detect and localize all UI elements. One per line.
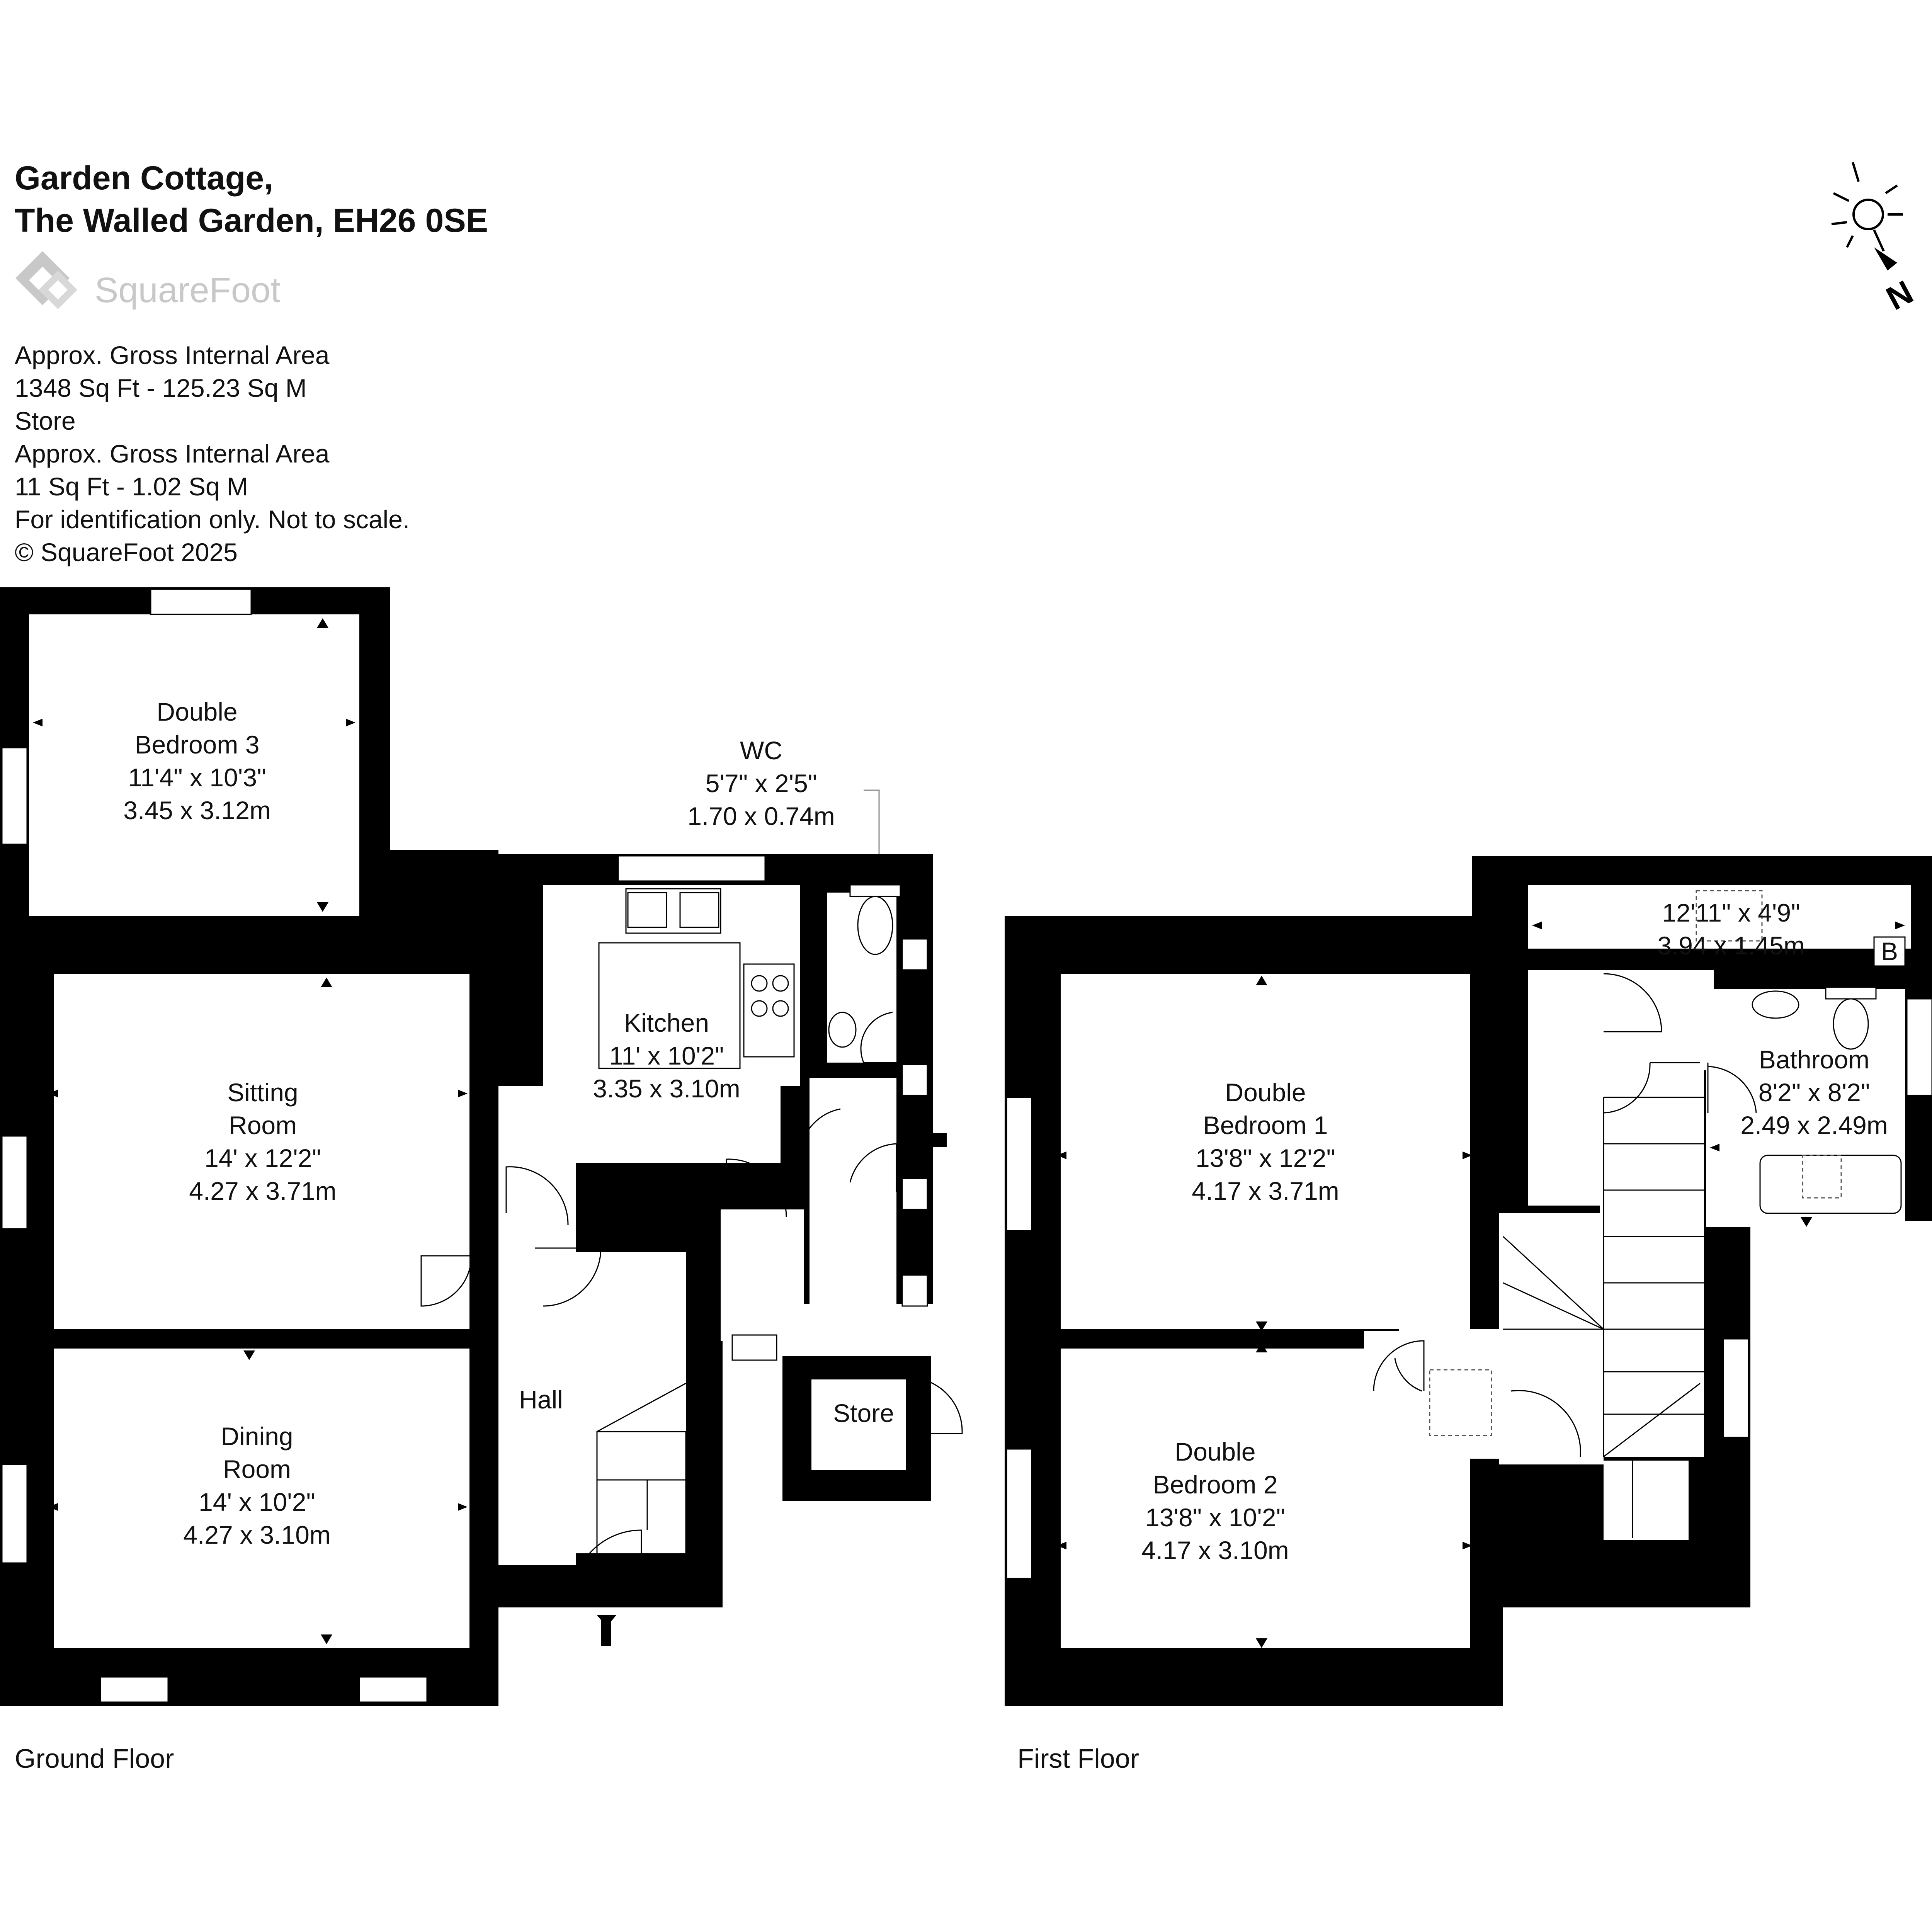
room-label-kitchen: Kitchen 11' x 10'2" 3.35 x 3.10m: [593, 1009, 740, 1103]
svg-text:12'11" x 4'9": 12'11" x 4'9": [1662, 898, 1800, 927]
first-floor-plan: B: [1005, 856, 1932, 1706]
svg-text:Bedroom 3: Bedroom 3: [135, 730, 260, 759]
svg-text:Dining: Dining: [221, 1422, 293, 1451]
room-label-bedroom-2: Double Bedroom 2 13'8" x 10'2" 4.17 x 3.…: [1141, 1437, 1289, 1565]
svg-text:Hall: Hall: [519, 1385, 563, 1414]
room-label-dining-room: Dining Room 14' x 10'2" 4.27 x 3.10m: [183, 1422, 331, 1549]
logo-brand-text: SquareFoot: [95, 270, 281, 310]
svg-text:Sitting: Sitting: [227, 1078, 298, 1107]
svg-text:Double: Double: [156, 697, 237, 726]
svg-text:11'4" x 10'3": 11'4" x 10'3": [128, 763, 266, 792]
svg-text:3.35 x 3.10m: 3.35 x 3.10m: [593, 1074, 740, 1103]
room-label-bedroom-1: Double Bedroom 1 13'8" x 12'2" 4.17 x 3.…: [1192, 1078, 1339, 1205]
svg-text:Room: Room: [223, 1455, 291, 1483]
svg-text:Room: Room: [229, 1111, 297, 1139]
svg-text:4.27 x 3.71m: 4.27 x 3.71m: [189, 1177, 337, 1205]
compass-label: N: [1880, 273, 1919, 317]
area-line: Approx. Gross Internal Area: [15, 439, 330, 468]
first-floor-label: First Floor: [1017, 1743, 1139, 1774]
svg-text:Bedroom 2: Bedroom 2: [1153, 1470, 1278, 1499]
ground-floor-plan: [0, 587, 963, 1706]
address-line-2: The Walled Garden, EH26 0SE: [15, 202, 488, 239]
address-line-1: Garden Cottage,: [15, 160, 273, 197]
area-line: Approx. Gross Internal Area: [15, 341, 330, 369]
svg-text:5'7" x 2'5": 5'7" x 2'5": [706, 769, 817, 798]
svg-text:4.27 x 3.10m: 4.27 x 3.10m: [183, 1520, 331, 1549]
boiler-label: B: [1881, 937, 1898, 966]
compass-arrowhead: [1874, 247, 1897, 270]
area-line: © SquareFoot 2025: [15, 538, 238, 566]
area-line: For identification only. Not to scale.: [15, 505, 410, 534]
room-label-landing-room: 12'11" x 4'9" 3.94 x 1.45m: [1657, 898, 1805, 960]
svg-text:14' x 10'2": 14' x 10'2": [199, 1488, 315, 1516]
svg-text:4.17 x 3.10m: 4.17 x 3.10m: [1141, 1536, 1289, 1565]
svg-text:Double: Double: [1225, 1078, 1306, 1107]
svg-text:3.94 x 1.45m: 3.94 x 1.45m: [1657, 931, 1805, 960]
north-arrow-icon: [1831, 162, 1903, 252]
room-label-wc: WC 5'7" x 2'5" 1.70 x 0.74m: [687, 736, 835, 830]
ground-floor-label: Ground Floor: [15, 1743, 174, 1774]
area-line: Store: [15, 406, 76, 435]
squarefoot-logo-icon: [15, 251, 77, 309]
room-label-store: Store: [833, 1399, 894, 1427]
svg-text:3.45 x 3.12m: 3.45 x 3.12m: [123, 796, 271, 825]
room-label-sitting-room: Sitting Room 14' x 12'2" 4.27 x 3.71m: [189, 1078, 337, 1205]
room-label-bathroom: Bathroom 8'2" x 8'2" 2.49 x 2.49m: [1740, 1045, 1888, 1139]
svg-text:11' x 10'2": 11' x 10'2": [609, 1041, 724, 1070]
svg-text:4.17 x 3.71m: 4.17 x 3.71m: [1192, 1177, 1339, 1205]
svg-text:Store: Store: [833, 1399, 894, 1427]
svg-text:Bedroom 1: Bedroom 1: [1203, 1111, 1328, 1139]
svg-text:1.70 x 0.74m: 1.70 x 0.74m: [687, 802, 835, 830]
room-label-bedroom-3: Double Bedroom 3 11'4" x 10'3" 3.45 x 3.…: [123, 697, 271, 825]
svg-text:8'2" x 8'2": 8'2" x 8'2": [1759, 1078, 1870, 1107]
svg-text:Double: Double: [1175, 1437, 1255, 1466]
svg-text:WC: WC: [740, 736, 782, 765]
room-label-hall: Hall: [519, 1385, 563, 1414]
area-info: Approx. Gross Internal Area 1348 Sq Ft -…: [15, 341, 410, 566]
svg-text:13'8" x 10'2": 13'8" x 10'2": [1145, 1503, 1285, 1532]
svg-text:13'8" x 12'2": 13'8" x 12'2": [1196, 1144, 1335, 1172]
area-line: 11 Sq Ft - 1.02 Sq M: [15, 472, 248, 501]
svg-text:2.49 x 2.49m: 2.49 x 2.49m: [1740, 1111, 1888, 1139]
svg-text:Kitchen: Kitchen: [624, 1009, 709, 1037]
svg-text:Bathroom: Bathroom: [1759, 1045, 1869, 1074]
area-line: 1348 Sq Ft - 125.23 Sq M: [15, 374, 307, 402]
svg-text:14' x 12'2": 14' x 12'2": [204, 1144, 321, 1172]
